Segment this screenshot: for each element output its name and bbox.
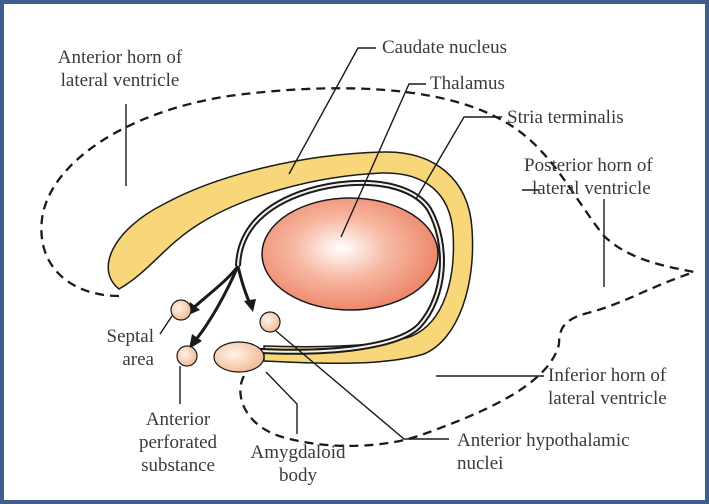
label-amygdaloid-line2: body (228, 464, 368, 487)
stria-branch-septal (192, 266, 238, 309)
label-anterior-perforated-line1: Anterior (108, 408, 248, 431)
septal-area-nucleus (171, 300, 191, 320)
label-inferior-horn: Inferior horn of lateral ventricle (548, 364, 667, 410)
label-anterior-horn-line2: lateral ventricle (40, 69, 200, 92)
label-caudate-nucleus: Caudate nucleus (382, 36, 507, 59)
hypothalamic-arrowhead (244, 299, 256, 312)
label-anterior-perforated-line2: perforated (108, 431, 248, 454)
label-hypothalamic-line1: Anterior hypothalamic (457, 429, 630, 452)
label-stria-terminalis: Stria terminalis (507, 106, 624, 129)
label-septal-area: Septal area (44, 325, 154, 371)
label-anterior-perforated-line3: substance (108, 454, 248, 477)
label-septal-line1: Septal (44, 325, 154, 348)
amygdaloid-body-shape (214, 342, 264, 372)
label-amygdaloid-body: Amygdaloid body (228, 441, 368, 487)
label-posterior-horn-line1: Posterior horn of (524, 154, 653, 177)
leader-amygdaloid (266, 372, 297, 434)
label-anterior-perforated: Anterior perforated substance (108, 408, 248, 477)
label-inferior-horn-line1: Inferior horn of (548, 364, 667, 387)
anterior-perforated-nucleus (177, 346, 197, 366)
stria-branch-perforated (194, 266, 238, 342)
label-septal-line2: area (44, 348, 154, 371)
leader-posterior-horn (522, 190, 604, 287)
label-hypothalamic-line2: nuclei (457, 452, 630, 475)
thalamus-shape (262, 198, 438, 310)
label-anterior-horn: Anterior horn of lateral ventricle (40, 46, 200, 92)
label-thalamus: Thalamus (430, 72, 505, 95)
stria-branch-hypothalamic (238, 266, 250, 304)
leader-septal (160, 316, 172, 334)
label-inferior-horn-line2: lateral ventricle (548, 387, 667, 410)
anterior-hypothalamic-nucleus (260, 312, 280, 332)
label-anterior-horn-line1: Anterior horn of (40, 46, 200, 69)
label-amygdaloid-line1: Amygdaloid (228, 441, 368, 464)
label-posterior-horn: Posterior horn of lateral ventricle (524, 154, 653, 200)
label-anterior-hypothalamic: Anterior hypothalamic nuclei (457, 429, 630, 475)
label-posterior-horn-line2: lateral ventricle (524, 177, 653, 200)
